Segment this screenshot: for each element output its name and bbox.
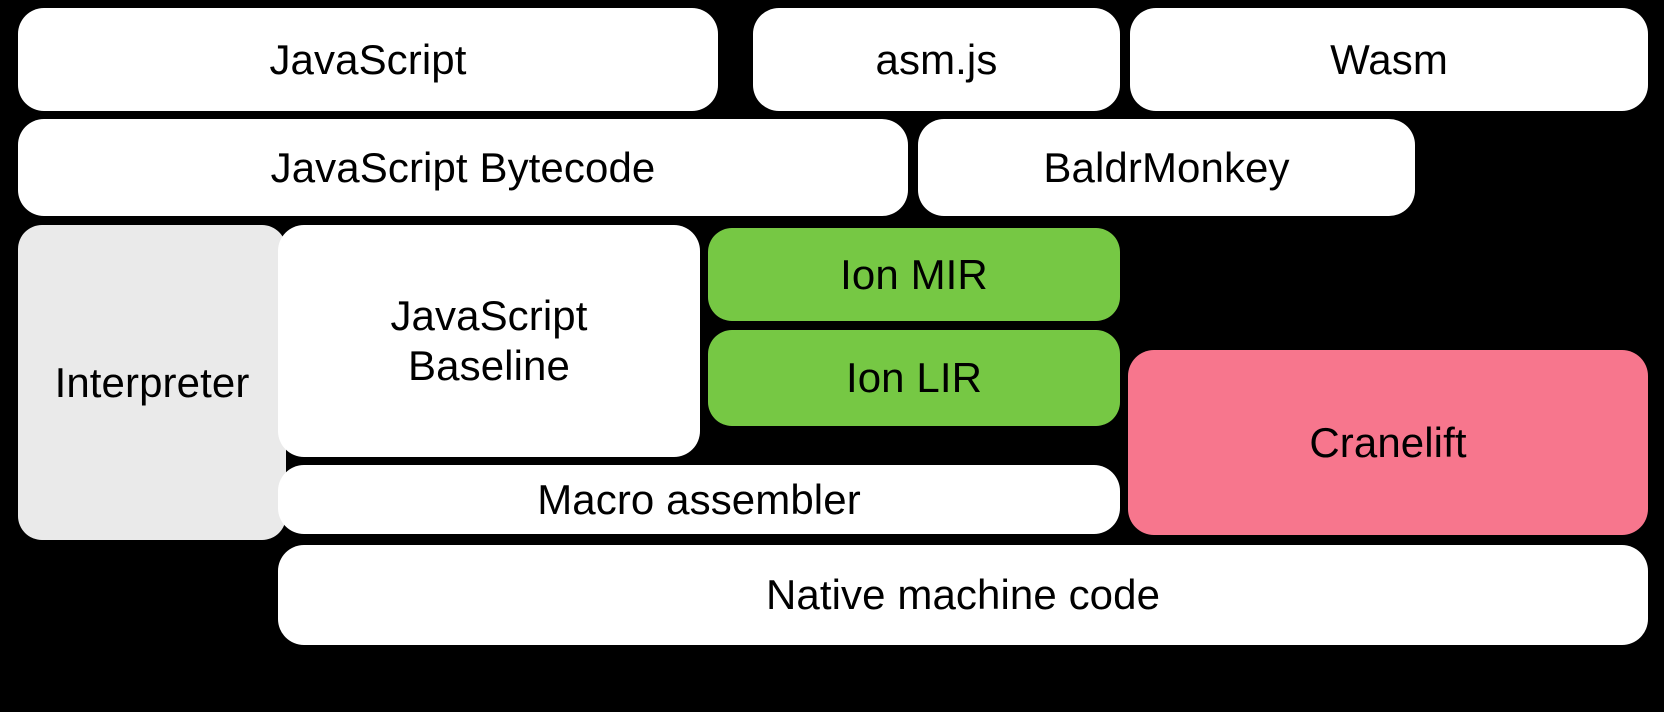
box-baldrmonkey: BaldrMonkey (918, 119, 1415, 216)
box-ion-lir: Ion LIR (708, 330, 1120, 426)
box-cranelift: Cranelift (1128, 350, 1648, 535)
box-asm-js: asm.js (753, 8, 1120, 111)
box-native-machine-code: Native machine code (278, 545, 1648, 645)
box-ion-mir: Ion MIR (708, 228, 1120, 321)
box-macro-assembler: Macro assembler (278, 465, 1120, 534)
box-javascript-bytecode: JavaScript Bytecode (18, 119, 908, 216)
box-interpreter: Interpreter (18, 225, 286, 540)
box-wasm: Wasm (1130, 8, 1648, 111)
box-javascript: JavaScript (18, 8, 718, 111)
box-javascript-baseline: JavaScript Baseline (278, 225, 700, 457)
